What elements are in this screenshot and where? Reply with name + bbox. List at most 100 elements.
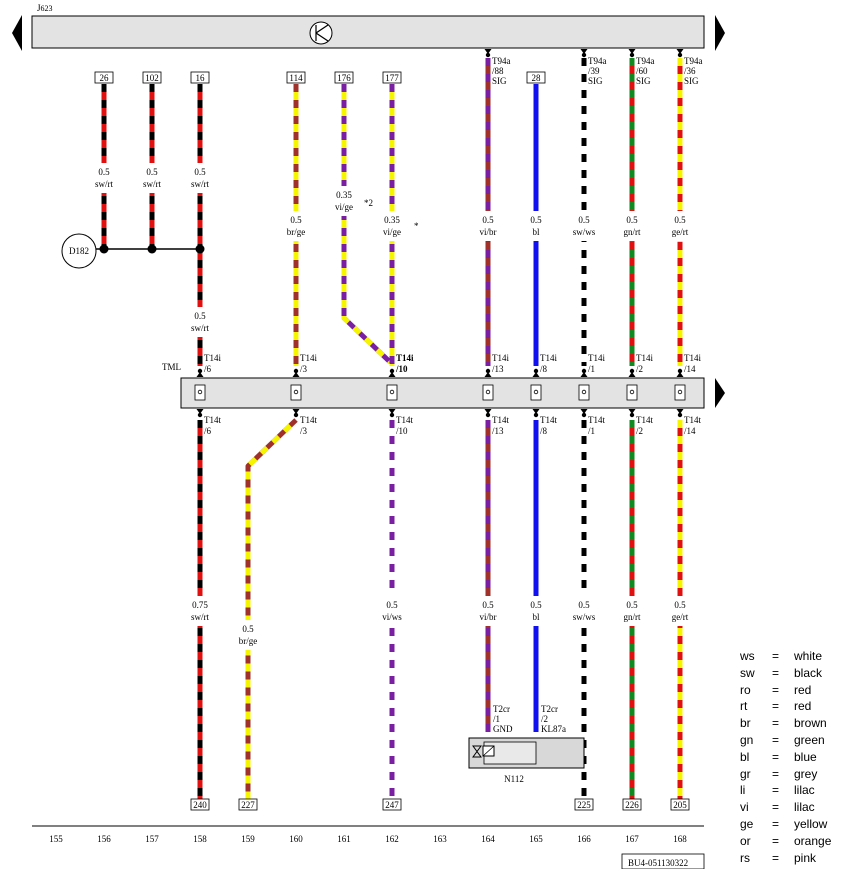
- w28-end-pin-num: /2: [541, 714, 548, 724]
- wT88-conn-num: /88: [492, 66, 504, 76]
- wT60-gauge: 0.5: [626, 215, 638, 225]
- pin-arrow: [580, 409, 588, 414]
- pin-dot: [677, 52, 683, 58]
- terminal-symbol: [194, 384, 206, 401]
- wT36-pin-bot: T14t: [684, 415, 701, 425]
- w16-gauge: 0.5: [194, 167, 206, 177]
- pin-dot: [581, 368, 587, 374]
- footer-column-number: 165: [529, 834, 543, 844]
- legend-color-name: brown: [794, 716, 827, 731]
- terminal-pin: [485, 389, 491, 395]
- legend-equals: =: [772, 682, 780, 697]
- label-gap: [282, 211, 310, 241]
- legend-color-name: lilac: [794, 800, 815, 815]
- pin-dot: [629, 52, 635, 58]
- wT36-bottom-color: ge/rt: [672, 612, 689, 622]
- legend-row: br=brown: [740, 715, 845, 732]
- w16-bottom-ref: 240: [193, 800, 207, 810]
- label-gap: [524, 596, 548, 626]
- terminal-symbol: [530, 384, 542, 401]
- legend-row: vi=lilac: [740, 799, 845, 816]
- wT88-bottom-color: vi/br: [480, 612, 497, 622]
- pin-dot: [629, 368, 635, 374]
- pin-arrow: [676, 372, 684, 377]
- pin-arrow: [196, 372, 204, 377]
- terminal-pin: [677, 389, 683, 395]
- legend-row: ws=white: [740, 648, 845, 665]
- terminal-symbol: [674, 384, 686, 401]
- w16-pin-bot-num: /6: [204, 426, 212, 436]
- terminal-symbol: [290, 384, 302, 401]
- wires: [90, 49, 694, 811]
- control-unit-icon: [309, 21, 333, 45]
- w16-ref-box: [190, 71, 210, 84]
- wT36-pin-top: T14i: [684, 353, 701, 363]
- terminal-symbol: [626, 384, 638, 401]
- legend-equals: =: [772, 766, 780, 781]
- w177-gauge: 0.35: [384, 215, 400, 225]
- wT39-bottom-color: sw/ws: [573, 612, 596, 622]
- w16-b-gauge: 0.5: [194, 311, 206, 321]
- w28-pin-bot: T14t: [540, 415, 557, 425]
- label-gap: [474, 596, 502, 626]
- continue-right-arrow: [715, 15, 725, 51]
- footer-column-number: 162: [385, 834, 399, 844]
- wT39-bottom-ref: 225: [577, 800, 591, 810]
- pin-arrow: [580, 372, 588, 377]
- footer-column-number: 159: [241, 834, 255, 844]
- wT39-bottom-ref-box: [574, 798, 594, 811]
- footer-column-number: 158: [193, 834, 207, 844]
- wT39-color: sw/ws: [573, 227, 596, 237]
- w114-color: br/ge: [287, 227, 306, 237]
- w26-gauge: 0.5: [98, 167, 110, 177]
- legend-color-name: green: [794, 732, 825, 747]
- pin-dot: [485, 52, 491, 58]
- wT36-gauge: 0.5: [674, 215, 686, 225]
- legend-equals: =: [772, 699, 780, 714]
- terminal-pin: [581, 389, 587, 395]
- legend-abbr: or: [740, 833, 751, 848]
- label-gap: [474, 211, 502, 241]
- label-gap: [666, 596, 694, 626]
- w16-pin-bot: T14t: [204, 415, 221, 425]
- pin-arrow: [292, 409, 300, 414]
- legend-abbr: gr: [740, 766, 751, 781]
- pin-arrow: [484, 49, 492, 54]
- pin-arrow: [628, 372, 636, 377]
- wT88-bottom-gauge: 0.5: [482, 600, 494, 610]
- pin-arrow: [196, 409, 204, 414]
- legend-row: ge=yellow: [740, 816, 845, 833]
- w177-note: *: [414, 221, 419, 231]
- legend-equals: =: [772, 665, 780, 680]
- legend-equals: =: [772, 783, 780, 798]
- legend-row: gr = grey: [740, 766, 845, 783]
- n112-label: N112: [504, 774, 524, 784]
- w176-note: *2: [364, 198, 373, 208]
- legend-equals: =: [772, 800, 780, 815]
- legend-abbr: li: [740, 783, 746, 798]
- pin-dot: [389, 368, 395, 374]
- wT36-conn-num: /36: [684, 66, 696, 76]
- w114-bottom-ref: 227: [241, 800, 255, 810]
- labels: 260.5sw/rt1020.5sw/rt160.5sw/rt0.5sw/rt0…: [95, 56, 703, 810]
- footer-column-number: 164: [481, 834, 495, 844]
- label-gap: [618, 596, 646, 626]
- pin-dot: [293, 412, 299, 418]
- w114-gauge: 0.5: [290, 215, 302, 225]
- label-gap: [570, 211, 598, 241]
- w177-pin-bot: T14t: [396, 415, 413, 425]
- legend-equals: =: [772, 716, 780, 731]
- w28-end-pin: T2cr: [541, 704, 558, 714]
- terminal-pin: [293, 389, 299, 395]
- wT36-bottom-gauge: 0.5: [674, 600, 686, 610]
- legend-color-name: grey: [794, 766, 818, 781]
- wT39-pin-bot-num: /1: [588, 426, 595, 436]
- w102-color: sw/rt: [143, 179, 161, 189]
- legend-abbr: ws: [740, 649, 755, 663]
- wT39-conn: T94a: [588, 56, 607, 66]
- label-gap: [524, 211, 548, 241]
- w26-ref-box: [94, 71, 114, 84]
